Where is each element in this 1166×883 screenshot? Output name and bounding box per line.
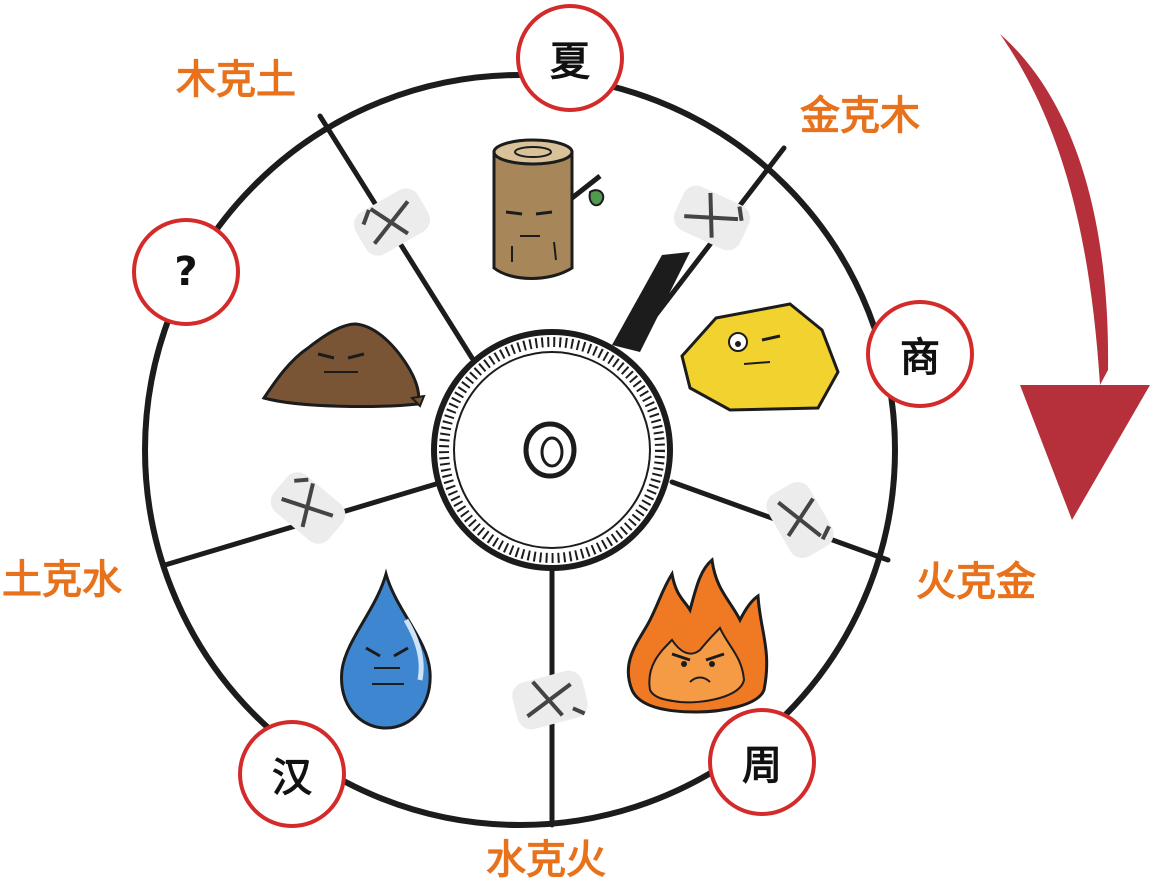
restrain-icon-fire-metal — [766, 481, 834, 559]
restrain-icon-water-fire — [512, 670, 588, 730]
restrain-icon-earth-water — [270, 472, 346, 544]
center-hub — [431, 329, 673, 571]
dynasty-badge-xia: 夏 — [516, 4, 624, 112]
metal-element-icon — [680, 302, 840, 412]
dynasty-badge-shang: 商 — [866, 300, 974, 408]
relation-label-fire-metal: 火克金 — [916, 559, 1036, 605]
curved-arrow — [1000, 34, 1150, 520]
pointer-needle — [612, 252, 690, 352]
relation-label-metal-wood: 金克木 — [800, 93, 920, 139]
earth-element-icon — [261, 322, 426, 408]
restrain-icon-wood-earth — [353, 188, 431, 256]
wood-element-icon — [492, 138, 605, 280]
dynasty-badge-unknown: ? — [132, 218, 240, 326]
dynasty-badge-han: 汉 — [238, 720, 346, 828]
relation-label-earth-water: 土克水 — [2, 557, 122, 603]
dynasty-badge-zhou: 周 — [708, 708, 816, 816]
water-element-icon — [340, 568, 432, 730]
restrain-icon-metal-wood — [673, 185, 751, 251]
relation-label-wood-earth: 木克土 — [176, 57, 296, 103]
fire-element-icon — [626, 557, 769, 714]
relation-label-water-fire: 水克火 — [486, 837, 606, 883]
